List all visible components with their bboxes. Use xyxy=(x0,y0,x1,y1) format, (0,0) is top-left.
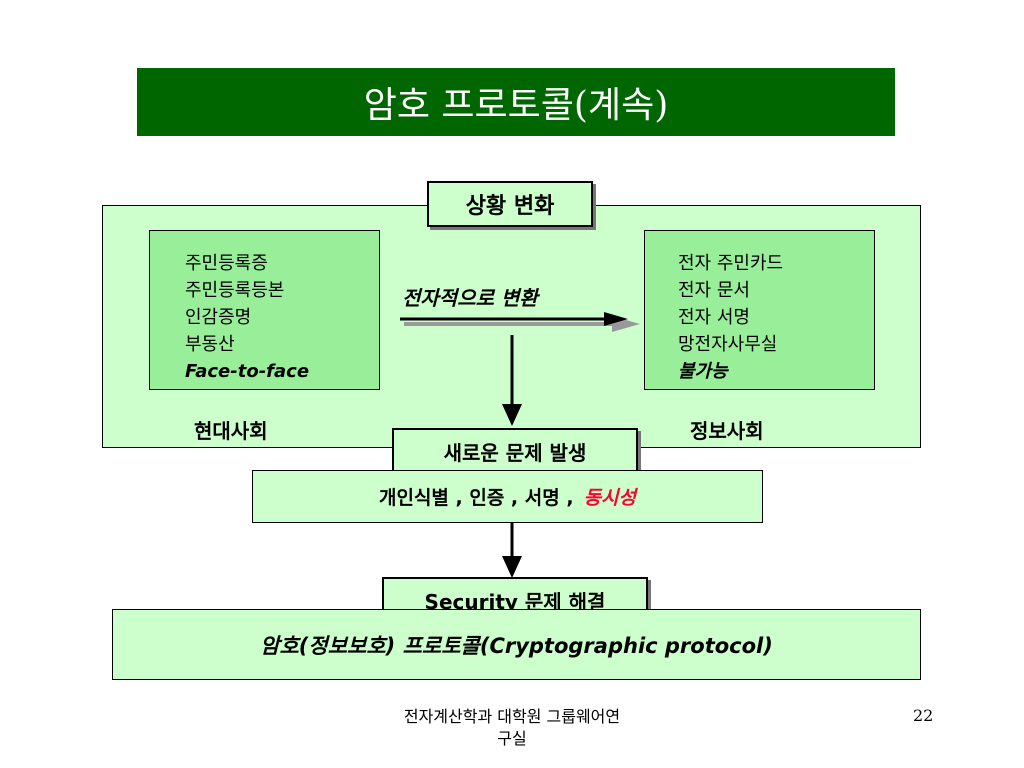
conversion-arrow-label: 전자적으로 변환 xyxy=(402,286,538,310)
modern-society-list: 주민등록증 주민등록등본 인감증명 부동산 Face-to-face xyxy=(185,250,309,385)
slide-title: 암호 프로토콜(계속) xyxy=(137,68,895,136)
footer-department: 전자계산학과 대학원 그룹웨어연 구실 xyxy=(367,706,657,750)
footer-line-2: 구실 xyxy=(497,729,527,748)
solution-band: 암호(정보보호) 프로토콜(Cryptographic protocol) xyxy=(112,609,921,680)
list-item: 망전자사무실 xyxy=(678,334,778,355)
crypto-protocol-text: 암호(정보보호) 프로토콜(Cryptographic protocol) xyxy=(260,633,773,658)
information-society-box xyxy=(644,230,875,390)
down-arrow-icon xyxy=(502,523,522,578)
list-item-impossible: 불가능 xyxy=(678,361,728,382)
list-item: 부동산 xyxy=(185,334,235,355)
page-number: 22 xyxy=(913,706,934,725)
list-item: 인감증명 xyxy=(185,307,252,328)
footer-line-1: 전자계산학과 대학원 그룹웨어연 xyxy=(403,707,621,726)
list-item: 주민등록증 xyxy=(185,253,268,274)
list-item: 전자 서명 xyxy=(678,307,750,328)
list-item: 전자 문서 xyxy=(678,280,750,301)
list-item: 전자 주민카드 xyxy=(678,253,784,274)
problems-band: 개인식별 , 인증 , 서명 , 동시성 xyxy=(252,470,763,523)
information-society-list: 전자 주민카드 전자 문서 전자 서명 망전자사무실 불가능 xyxy=(678,250,783,385)
simultaneity-highlight: 동시성 xyxy=(583,487,637,509)
modern-society-box xyxy=(149,230,380,390)
list-item: 주민등록등본 xyxy=(185,280,285,301)
problems-text: 개인식별 , 인증 , 서명 , xyxy=(378,487,574,509)
list-item-face-to-face: Face-to-face xyxy=(185,361,310,382)
information-society-caption: 정보사회 xyxy=(690,419,764,443)
new-problem-label: 새로운 문제 발생 xyxy=(392,428,638,474)
situation-label: 상황 변화 xyxy=(427,181,593,227)
modern-society-caption: 현대사회 xyxy=(194,419,268,443)
